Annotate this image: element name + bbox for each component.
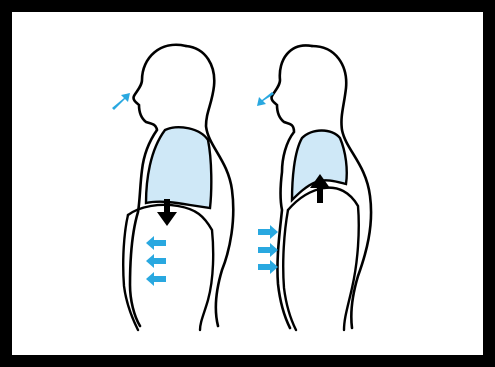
figure-exhale bbox=[257, 45, 371, 330]
abdomen-arrow-icon bbox=[146, 236, 166, 286]
abdomen-front-exhale bbox=[283, 210, 296, 330]
air-flow-arrow-icon bbox=[112, 93, 130, 110]
diaphragm-inhale bbox=[128, 205, 213, 330]
figure-inhale bbox=[112, 45, 233, 330]
diaphragm-exhale bbox=[288, 188, 359, 330]
lung-inhale bbox=[146, 127, 211, 208]
abdomen-arrow-icon bbox=[258, 225, 278, 274]
